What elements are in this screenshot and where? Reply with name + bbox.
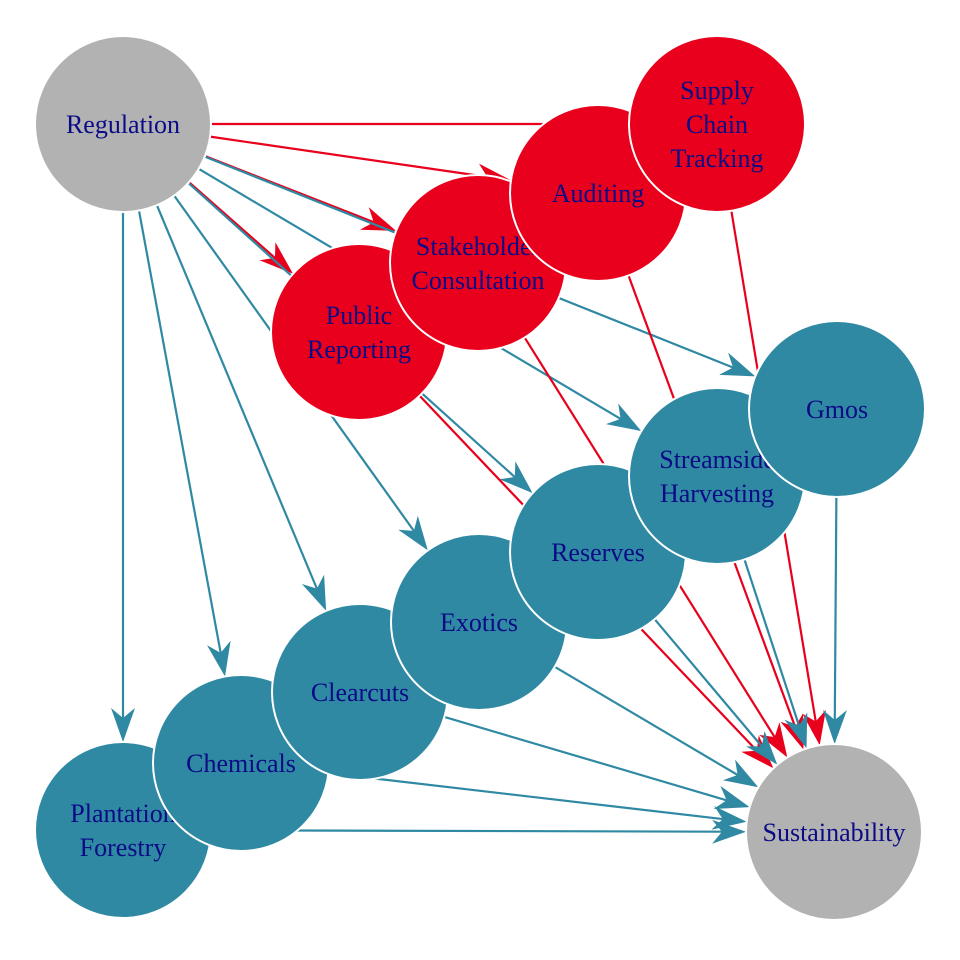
edge-streamside_harvesting-to-sustainability <box>743 559 808 749</box>
arrowhead <box>780 713 804 750</box>
node-label: Sustainability <box>763 818 906 847</box>
node-circle <box>748 320 926 498</box>
edge-regulation-to-plantation_forestry <box>111 212 135 742</box>
node-gmos[interactable]: Gmos <box>748 320 926 498</box>
arrowhead <box>301 574 327 611</box>
node-label: Reserves <box>551 538 645 567</box>
node-regulation[interactable]: Regulation <box>34 35 212 213</box>
node-label: Stakeholder <box>416 232 541 261</box>
node-label: Regulation <box>66 110 180 139</box>
node-circle <box>628 35 806 213</box>
edge-line <box>653 618 763 748</box>
arrowhead <box>207 640 231 677</box>
node-sustainability[interactable]: Sustainability <box>745 743 923 921</box>
arrowhead <box>605 403 642 432</box>
edge-line <box>833 496 838 721</box>
arrowhead <box>784 712 808 749</box>
node-label: Plantation <box>70 799 175 828</box>
arrowhead <box>759 722 788 758</box>
edge-exotics-to-sustainability <box>554 665 759 788</box>
node-label: Exotics <box>440 608 518 637</box>
edge-regulation-to-clearcuts <box>155 204 327 611</box>
arrowhead <box>802 709 826 746</box>
node-label: Gmos <box>806 395 868 424</box>
arrowhead <box>822 709 847 744</box>
edge-line <box>155 204 318 590</box>
arrowhead <box>111 708 135 742</box>
arrowhead <box>360 207 397 231</box>
arrowhead <box>719 352 756 377</box>
edge-regulation-to-chemicals <box>137 210 231 677</box>
arrowhead <box>499 461 533 494</box>
node-label: Clearcuts <box>311 678 409 707</box>
node-label: Forestry <box>80 833 167 862</box>
arrowhead <box>713 785 750 809</box>
node-label: Chemicals <box>186 749 296 778</box>
arrowhead <box>722 759 759 788</box>
edge-line <box>444 715 727 802</box>
edge-line <box>188 181 276 259</box>
node-label: Tracking <box>671 144 764 173</box>
edge-regulation-to-public_reporting <box>188 181 293 274</box>
edge-reserves-to-sustainability <box>653 618 778 765</box>
node-label: Auditing <box>552 179 644 208</box>
arrowhead <box>259 242 293 274</box>
edge-line <box>209 135 488 178</box>
node-label: Harvesting <box>660 479 774 508</box>
node-label: Consultation <box>412 266 545 295</box>
node-label: Streamside <box>659 445 775 474</box>
node-circle <box>34 35 212 213</box>
edge-line <box>743 559 801 726</box>
node-circle <box>745 743 923 921</box>
node-label: Public <box>326 301 392 330</box>
edge-clearcuts-to-sustainability <box>444 715 750 809</box>
edge-line <box>554 665 739 776</box>
arrowhead <box>398 515 428 551</box>
edge-line <box>328 772 723 821</box>
node-label: Supply <box>680 76 754 105</box>
edge-line <box>137 210 222 654</box>
arrowhead <box>712 819 746 844</box>
edge-gmos-to-sustainability <box>822 496 847 744</box>
arrowhead <box>746 731 778 765</box>
node-label: Reporting <box>307 335 411 364</box>
node-label: Chain <box>686 110 748 139</box>
